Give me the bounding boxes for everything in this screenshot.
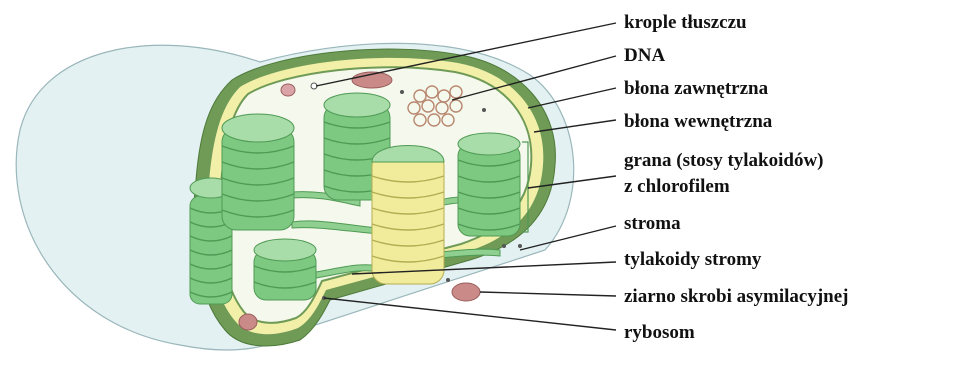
label-grana-line1: grana (stosy tylakoidów): [624, 150, 824, 171]
label-dna: DNA: [624, 45, 665, 66]
granum-left: [222, 114, 294, 230]
label-outer-membrane: błona zawnętrzna: [624, 78, 769, 99]
label-ribosome: rybosom: [624, 322, 695, 343]
label-grana-line2: z chlorofilem: [624, 176, 730, 197]
granum-cut-yellow: [372, 146, 444, 285]
label-stroma-thylakoids: tylakoidy stromy: [624, 249, 762, 270]
starch-grain: [452, 283, 480, 301]
label-stroma: stroma: [624, 213, 681, 234]
label-starch-grain: ziarno skrobi asymilacyjnej: [624, 286, 848, 307]
granum-bottom-left: [254, 239, 316, 300]
starch-grain: [281, 84, 295, 96]
starch-grain: [239, 314, 257, 330]
label-fat-droplets: krople tłuszczu: [624, 12, 747, 33]
label-inner-membrane: błona wewnętrzna: [624, 111, 773, 132]
granum-right: [458, 133, 528, 236]
